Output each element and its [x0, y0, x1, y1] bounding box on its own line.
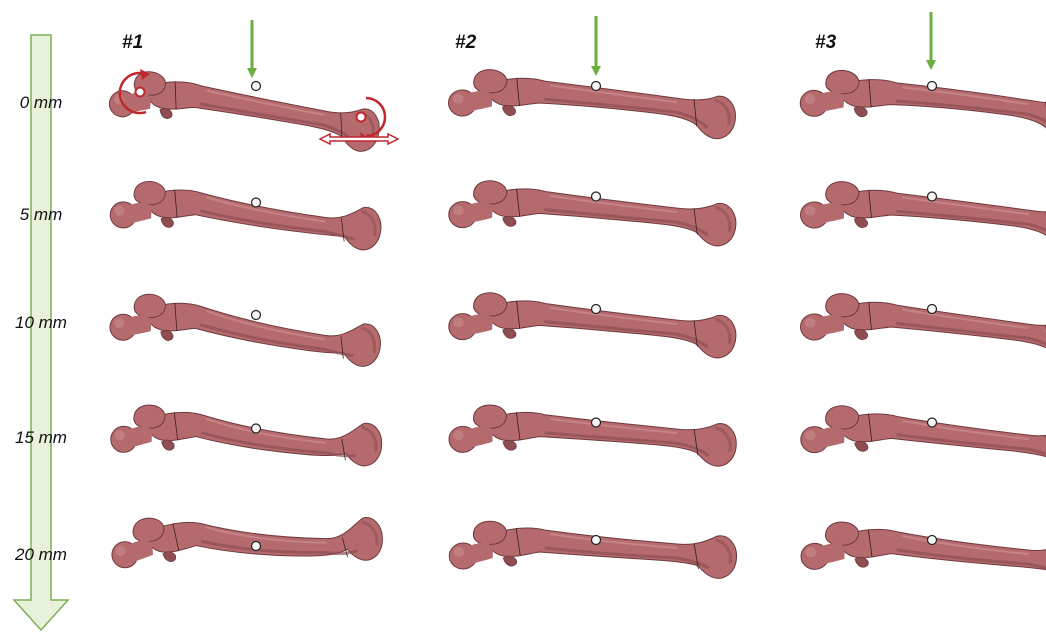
- femur-model-2-row-5: [449, 521, 736, 578]
- load-point-ring-2-5: [592, 536, 601, 545]
- row-label-20mm: 20 mm: [14, 545, 67, 564]
- load-point-ring-3-3: [928, 305, 937, 314]
- load-point-ring-2-2: [592, 192, 601, 201]
- femur-grid: [107, 68, 1046, 584]
- load-arrow-3-head: [926, 60, 936, 70]
- column-label-1: #1: [122, 32, 143, 53]
- load-point-ring-3-2: [928, 192, 937, 201]
- row-label-10mm: 10 mm: [15, 313, 67, 332]
- load-point-ring-1-3: [252, 311, 261, 320]
- load-point-ring-3-4: [928, 418, 937, 427]
- column-label-3: #3: [815, 32, 837, 53]
- femur-model-1-row-5: [110, 502, 384, 578]
- row-label-15mm: 15 mm: [15, 428, 67, 447]
- femur-model-3-row-3: [799, 292, 1046, 364]
- femur-model-1-row-3: [108, 292, 382, 368]
- femur-model-2-row-4: [449, 404, 737, 466]
- load-point-ring-1-1: [252, 82, 261, 91]
- femur-model-3-row-5: [801, 521, 1046, 583]
- row-label-0mm: 0 mm: [20, 93, 63, 112]
- femur-model-3-row-2: [799, 180, 1046, 252]
- femur-model-2-row-3: [448, 291, 737, 358]
- femur-model-2-row-2: [448, 179, 737, 246]
- load-arrow-2-head: [591, 66, 601, 76]
- load-arrow-1-head: [247, 68, 257, 78]
- load-point-ring-1-4: [252, 424, 261, 433]
- pin-joint-head-icon: [136, 88, 145, 97]
- femur-model-1-row-4: [110, 404, 382, 466]
- load-point-ring-2-1: [592, 82, 601, 91]
- load-point-ring-1-2: [252, 198, 261, 207]
- row-label-5mm: 5 mm: [20, 205, 63, 224]
- femur-model-2-row-1: [447, 68, 737, 140]
- pin-joint-condyle-icon: [357, 113, 366, 122]
- load-point-ring-2-4: [592, 418, 601, 427]
- load-point-ring-1-5: [252, 542, 261, 551]
- femur-model-3-row-1: [799, 68, 1046, 145]
- femur-model-3-row-4: [800, 404, 1046, 471]
- displacement-scale-arrow: [14, 35, 68, 630]
- load-point-ring-3-5: [928, 536, 937, 545]
- load-point-ring-3-1: [928, 82, 937, 91]
- column-label-2: #2: [455, 32, 477, 53]
- load-point-ring-2-3: [592, 305, 601, 314]
- femur-model-1-row-2: [109, 179, 383, 250]
